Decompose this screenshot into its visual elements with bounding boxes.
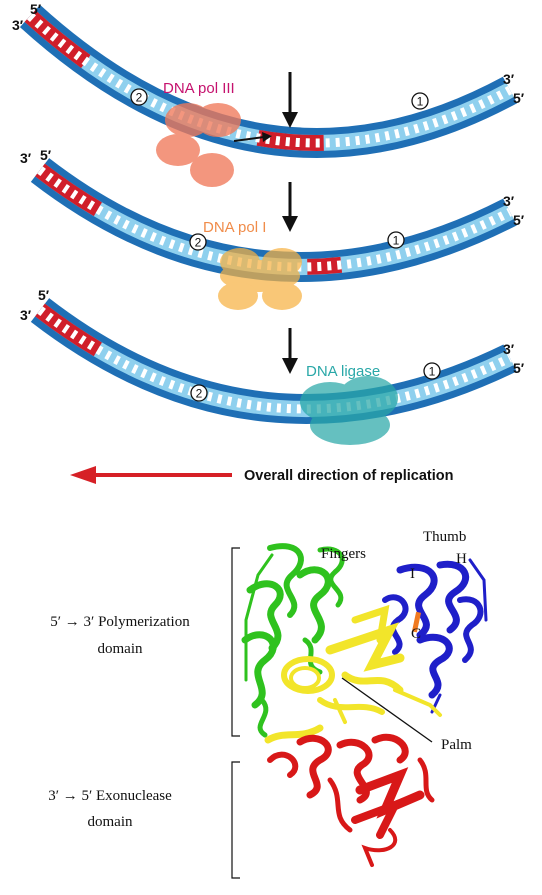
dna-ligase-label: DNA ligase (306, 363, 380, 380)
strand-end-right-top: 3′ (503, 193, 515, 209)
replication-panel-1: DNA pol III 3′ 5′ 3′ 5′ 2 1 (12, 1, 525, 187)
fragment-marker-2 (190, 384, 208, 402)
dna-strand-3 (40, 310, 510, 409)
step-arrow-3 (282, 328, 298, 374)
thumb-marker (411, 611, 422, 633)
strand-end-left-bottom: 3′ (20, 307, 32, 323)
strand-end-left-top: 5′ (38, 287, 50, 303)
step-arrow-1 (282, 72, 298, 128)
step-arrow-2 (282, 182, 298, 232)
replication-panel-2: DNA pol I 3′ 5′ 3′ 5′ 2 1 (20, 147, 525, 310)
exonuclease-label-line2: domain (88, 814, 133, 830)
replication-panel-3: DNA ligase 3′ 5′ 3′ 5′ 2 1 (20, 287, 525, 445)
polymerase-movement-arrow (233, 136, 265, 142)
exonuclease-domain (267, 733, 435, 867)
fragment-label-1: 1 (417, 95, 424, 109)
polymerase-movement-arrowhead (262, 132, 272, 142)
fragment-label-1: 1 (393, 234, 400, 248)
dna-pol-iii-enzyme (156, 103, 241, 187)
strand-end-right-top: 3′ (503, 341, 515, 357)
strand-end-left-top: 5′ (40, 147, 52, 163)
strand-end-right-bottom: 5′ (513, 90, 525, 106)
strand-end-left-bottom: 3′ (12, 17, 24, 33)
direction-label: Overall direction of replication (244, 468, 454, 484)
fingers-domain (241, 543, 345, 738)
palm-label: Palm (441, 737, 472, 753)
h-label: H (456, 551, 467, 567)
fragment-marker-2 (189, 233, 207, 251)
exonuclease-label-line1: 3′ → 5′ Exonuclease (48, 788, 172, 804)
strand-end-left-top: 5′ (30, 1, 42, 17)
overall-direction: Overall direction of replication (70, 466, 454, 484)
exonuclease-bracket (231, 761, 240, 879)
fragment-label-2: 2 (136, 91, 143, 105)
palm-domain (264, 604, 442, 744)
c-label: C (411, 626, 421, 642)
fragment-label-2: 2 (195, 236, 202, 250)
strand-end-right-bottom: 5′ (513, 212, 525, 228)
dna-ligase-enzyme (300, 376, 398, 445)
fingers-label: Fingers (321, 546, 366, 562)
fragment-marker-2 (130, 88, 148, 106)
polymerization-label-line1: 5′ → 3′ Polymerization (50, 614, 190, 630)
thumb-domain (382, 558, 488, 714)
dna-pol-i-enzyme (218, 248, 302, 310)
fragment-marker-1 (387, 231, 405, 249)
dna-strand-1 (30, 16, 510, 143)
thumb-label: Thumb (423, 529, 466, 545)
strand-end-left-bottom: 3′ (20, 150, 32, 166)
fragment-label-1: 1 (429, 365, 436, 379)
polymerization-bracket (231, 547, 240, 737)
dna-pol-i-label: DNA pol I (203, 219, 266, 236)
fragment-label-2: 2 (196, 387, 203, 401)
polymerization-label-line2: domain (98, 641, 143, 657)
polymerase-structure (241, 543, 488, 867)
palm-pointer (341, 677, 433, 743)
dna-pol-iii-label: DNA pol III (163, 80, 235, 97)
strand-end-right-top: 3′ (503, 71, 515, 87)
strand-end-right-bottom: 5′ (513, 360, 525, 376)
i-label: I (410, 566, 415, 582)
fragment-marker-1 (423, 362, 441, 380)
fragment-marker-1 (411, 92, 429, 110)
